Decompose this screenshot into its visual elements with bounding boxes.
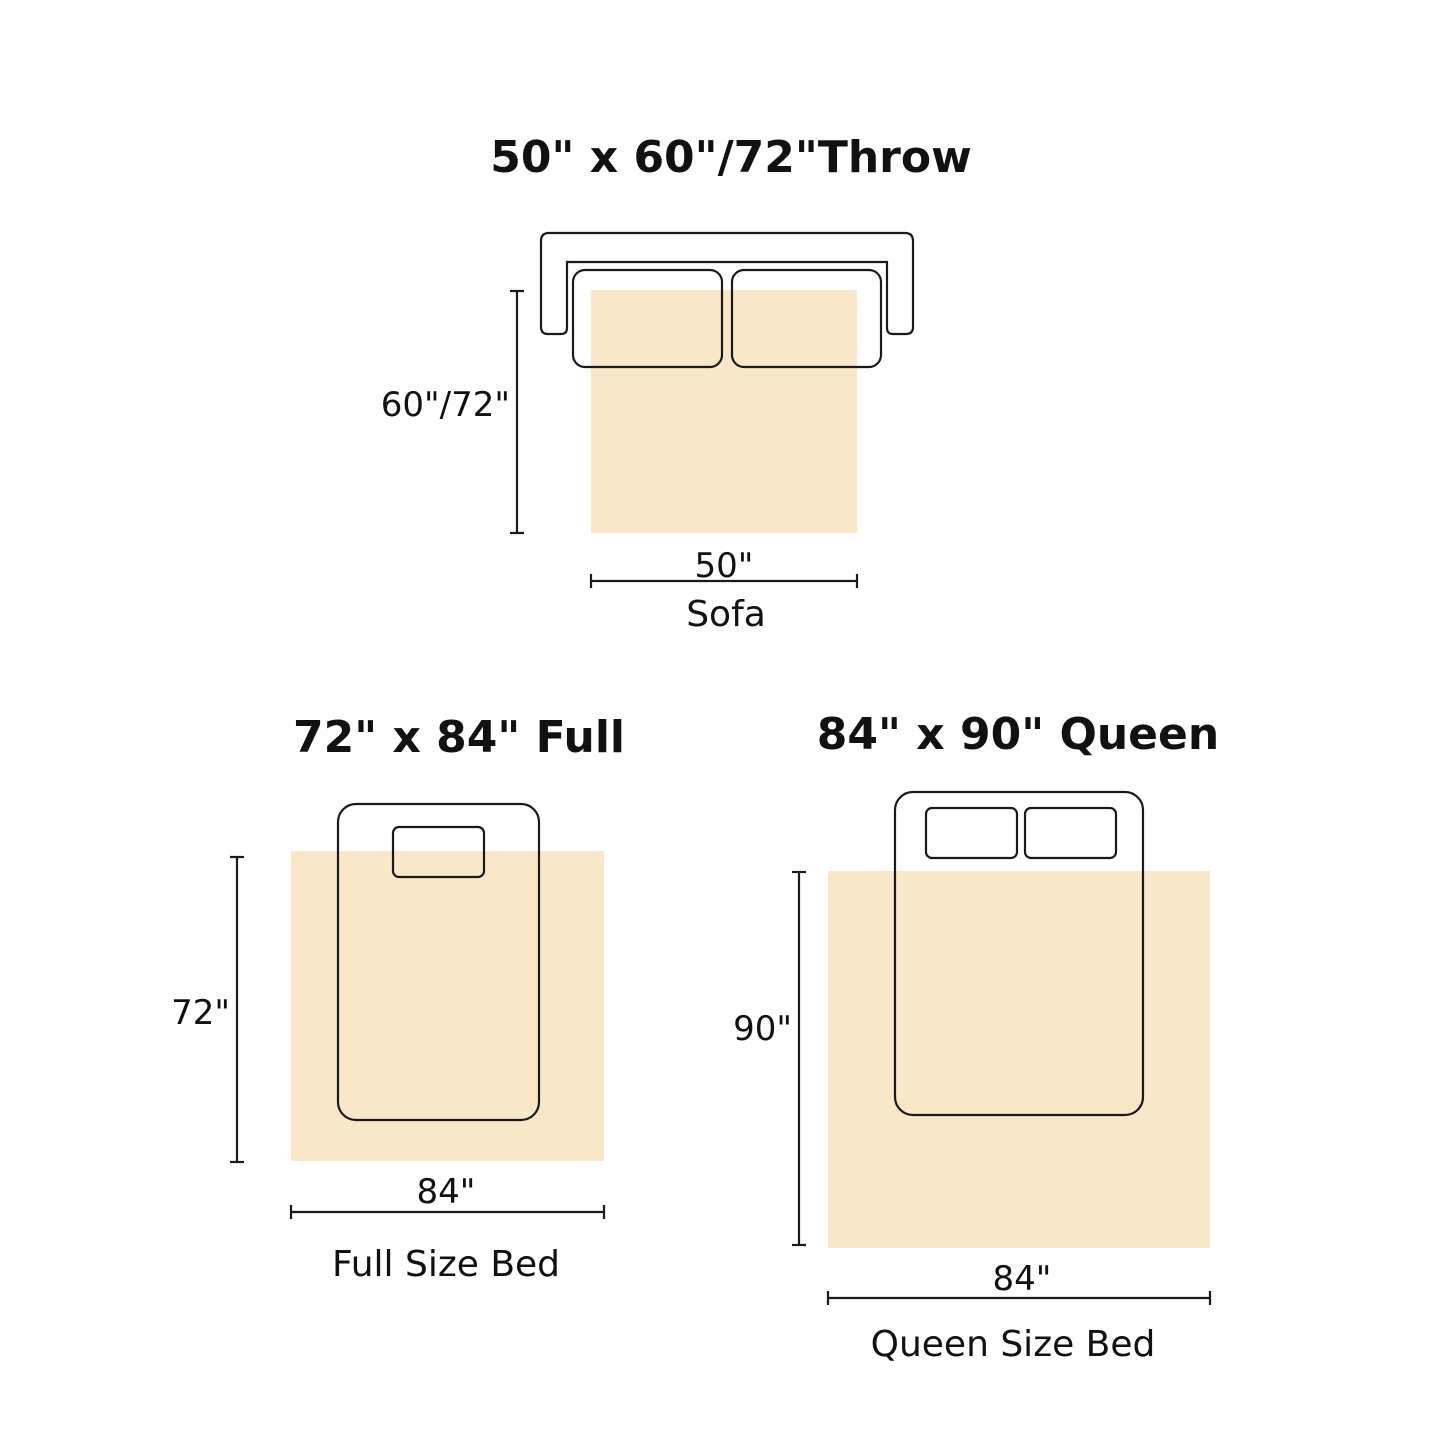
queen-width-dimension [826, 1291, 1212, 1305]
queen-bed-mattress [893, 790, 1145, 1117]
queen-height-label: 90" [733, 1009, 792, 1049]
queen-blanket [828, 871, 1210, 1248]
throw-height-label: 60"/72" [381, 385, 510, 425]
full-caption: Full Size Bed [332, 1244, 560, 1285]
full-height-dimension [230, 855, 244, 1164]
full-title: 72" x 84" Full [293, 712, 625, 763]
queen-bed-pillow-left [924, 806, 1019, 860]
full-width-label: 84" [417, 1172, 476, 1212]
queen-section: 84" x 90" Queen 90" 84" Queen Size Bed [733, 709, 1219, 1365]
sofa-cushion-left [571, 268, 724, 369]
full-width-dimension [289, 1205, 606, 1219]
sofa-back [539, 231, 915, 336]
full-blanket [291, 851, 604, 1161]
throw-width-label: 50" [695, 546, 754, 586]
queen-caption: Queen Size Bed [871, 1324, 1156, 1365]
full-bed-pillow [391, 825, 486, 879]
queen-height-dimension [792, 870, 806, 1247]
throw-width-dimension [589, 574, 859, 588]
throw-caption: Sofa [686, 594, 766, 635]
full-height-label: 72" [171, 993, 230, 1033]
queen-title: 84" x 90" Queen [817, 709, 1219, 760]
queen-width-label: 84" [993, 1259, 1052, 1299]
full-section: 72" x 84" Full 72" 84" Full Size Bed [171, 712, 625, 1285]
queen-bed-pillow-right [1023, 806, 1118, 860]
full-bed-mattress [336, 802, 541, 1122]
throw-height-dimension [510, 289, 524, 535]
throw-title: 50" x 60"/72"Throw [490, 132, 971, 183]
throw-blanket [591, 290, 857, 533]
sofa-cushion-right [730, 268, 883, 369]
throw-section: 50" x 60"/72"Throw 60"/72" 50" Sofa [381, 132, 972, 635]
